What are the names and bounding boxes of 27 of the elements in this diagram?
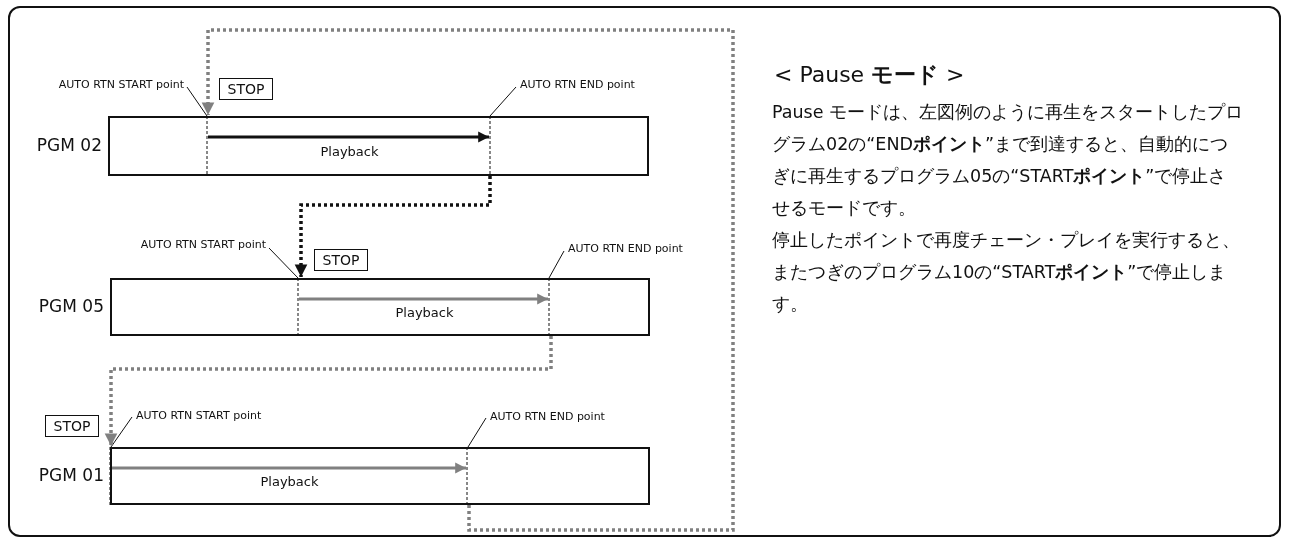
leader-line	[467, 417, 487, 448]
leader-line	[548, 250, 565, 279]
point-label: AUTO RTN END point	[490, 410, 630, 423]
program-label: PGM 01	[38, 465, 104, 485]
description-paragraph: Pause モードは、左図例のように再生をスタートしたプログラム02の“ENDポイント”まで到達すると、自動的につぎに再生するプログラム05の“STARTポイント”で停止させるモードです。	[772, 101, 1244, 220]
stop-box: STOP	[314, 249, 368, 271]
flow-arrow	[294, 176, 492, 277]
playback-label: Playback	[395, 305, 454, 320]
point-label: AUTO RTN START point	[116, 238, 266, 251]
program-label: PGM 05	[38, 296, 104, 316]
program-label: PGM 02	[36, 135, 102, 155]
point-label: AUTO RTN START point	[136, 409, 286, 422]
flow-arrow	[201, 28, 735, 532]
point-label: AUTO RTN END point	[568, 242, 708, 255]
title: < Pause モード >	[774, 61, 965, 89]
point-label: AUTO RTN START point	[34, 78, 184, 91]
stop-box: STOP	[219, 78, 273, 100]
description-paragraph: 停止したポイントで再度チェーン・プレイを実行すると、またつぎのプログラム10の“STARTポイント”で停止します。	[772, 229, 1241, 316]
leader-line	[268, 247, 299, 279]
leader-line	[489, 86, 517, 117]
point-label: AUTO RTN END point	[520, 78, 660, 91]
stop-box: STOP	[45, 415, 99, 437]
flow-arrow	[104, 336, 553, 446]
leader-line	[110, 416, 133, 448]
playback-label: Playback	[260, 474, 319, 489]
playback-label: Playback	[320, 144, 379, 159]
leader-line	[186, 86, 208, 117]
